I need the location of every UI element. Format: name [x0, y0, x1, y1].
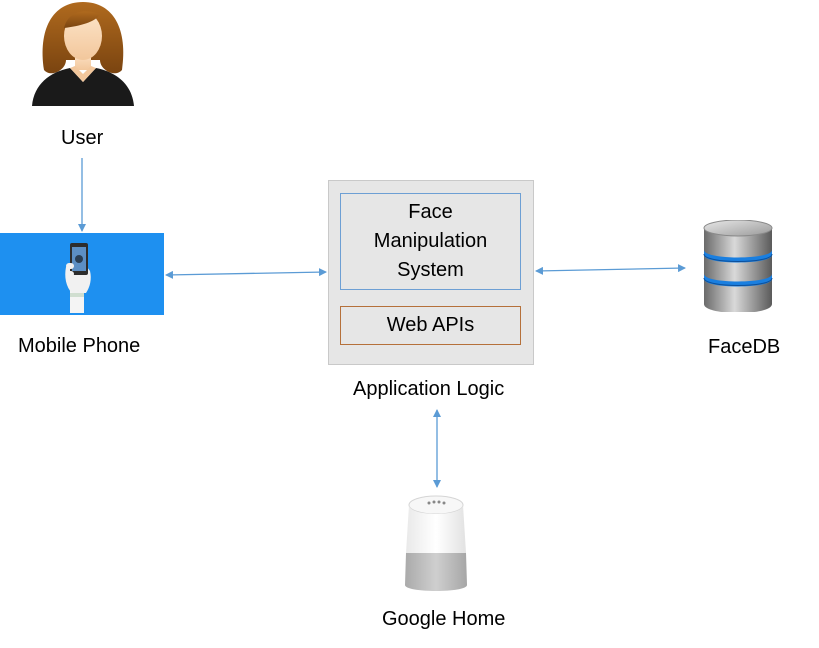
application-logic-label: Application Logic [353, 378, 505, 400]
google-home-label: Google Home [382, 608, 506, 630]
edge-mobile-app [165, 268, 327, 279]
mobile-phone-node [0, 233, 164, 315]
web-apis-label: Web APIs [386, 314, 475, 336]
web-apis-box: Web APIs [340, 306, 521, 345]
user-avatar-icon [32, 2, 134, 106]
edge-app-facedb [535, 264, 686, 275]
database-icon [703, 219, 773, 313]
smart-speaker-icon [405, 495, 467, 591]
google-home-node [403, 493, 469, 593]
face-manipulation-system-label: Face Manipulation System [373, 201, 488, 281]
application-logic-container [328, 180, 534, 365]
user-label: User [61, 127, 104, 149]
user-node [30, 0, 136, 108]
mobile-phone-label: Mobile Phone [18, 335, 141, 357]
facedb-label: FaceDB [708, 336, 781, 358]
face-manipulation-system-box: Face Manipulation System [340, 193, 521, 290]
mobile-phone-hand-icon [65, 243, 91, 313]
facedb-node [702, 219, 774, 313]
